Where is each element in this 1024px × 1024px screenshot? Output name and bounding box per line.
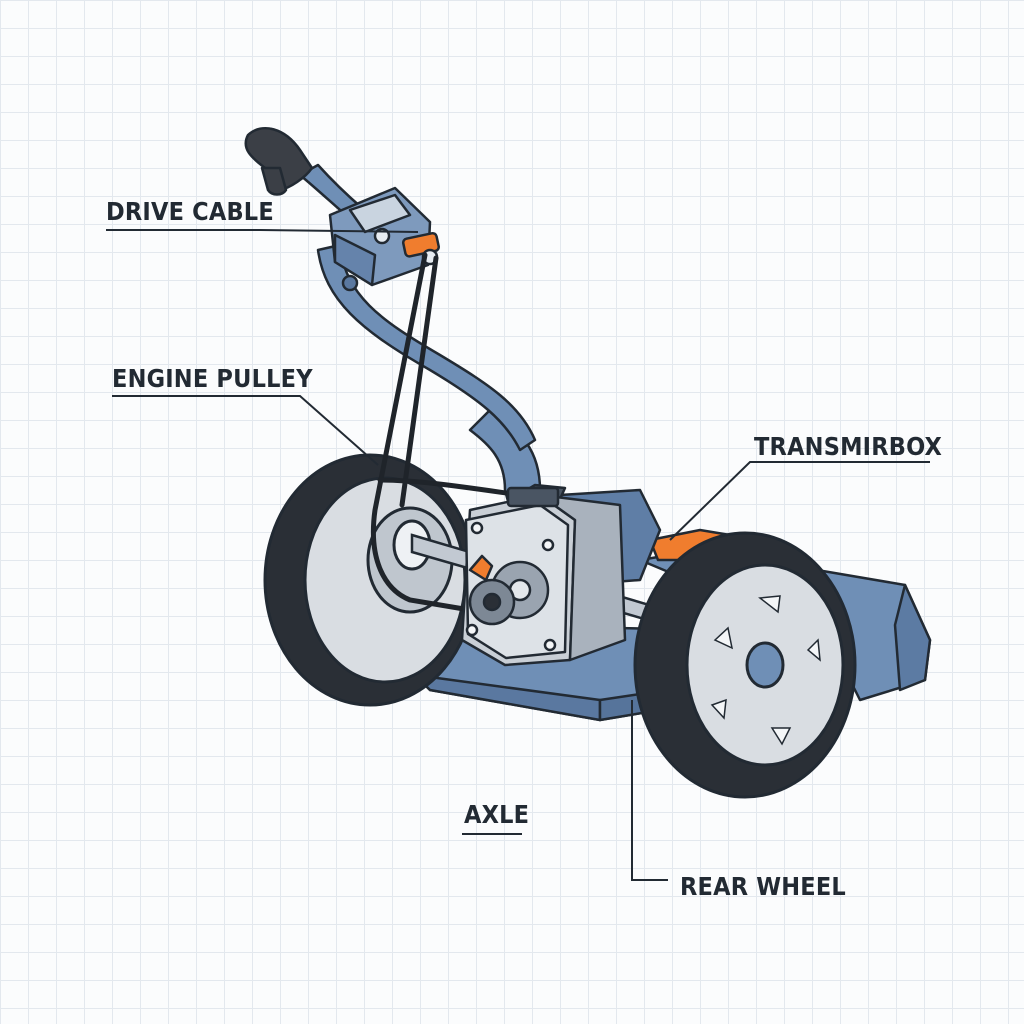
transmission-box-leader (669, 461, 930, 541)
right-wheel (633, 531, 857, 799)
engine-pulley-label: ENGINE PULLEY (112, 364, 313, 393)
drive-belt (370, 252, 523, 613)
drive-cable-label: DRIVE CABLE (106, 197, 274, 226)
transmission-box (460, 486, 627, 667)
rear-wheel-label: REAR WHEEL (680, 872, 846, 901)
leader-lines (106, 229, 930, 881)
rear-wheel-leader (631, 700, 668, 881)
transmission-box-label: TRANSMIRBOX (754, 432, 943, 461)
left-wheel (263, 453, 477, 707)
engine-pulley-leader (112, 395, 379, 466)
handle-grip (244, 126, 314, 192)
axle-label: AXLE (464, 800, 530, 829)
drive-cable-leader (106, 229, 419, 233)
handle-bar (244, 126, 537, 452)
